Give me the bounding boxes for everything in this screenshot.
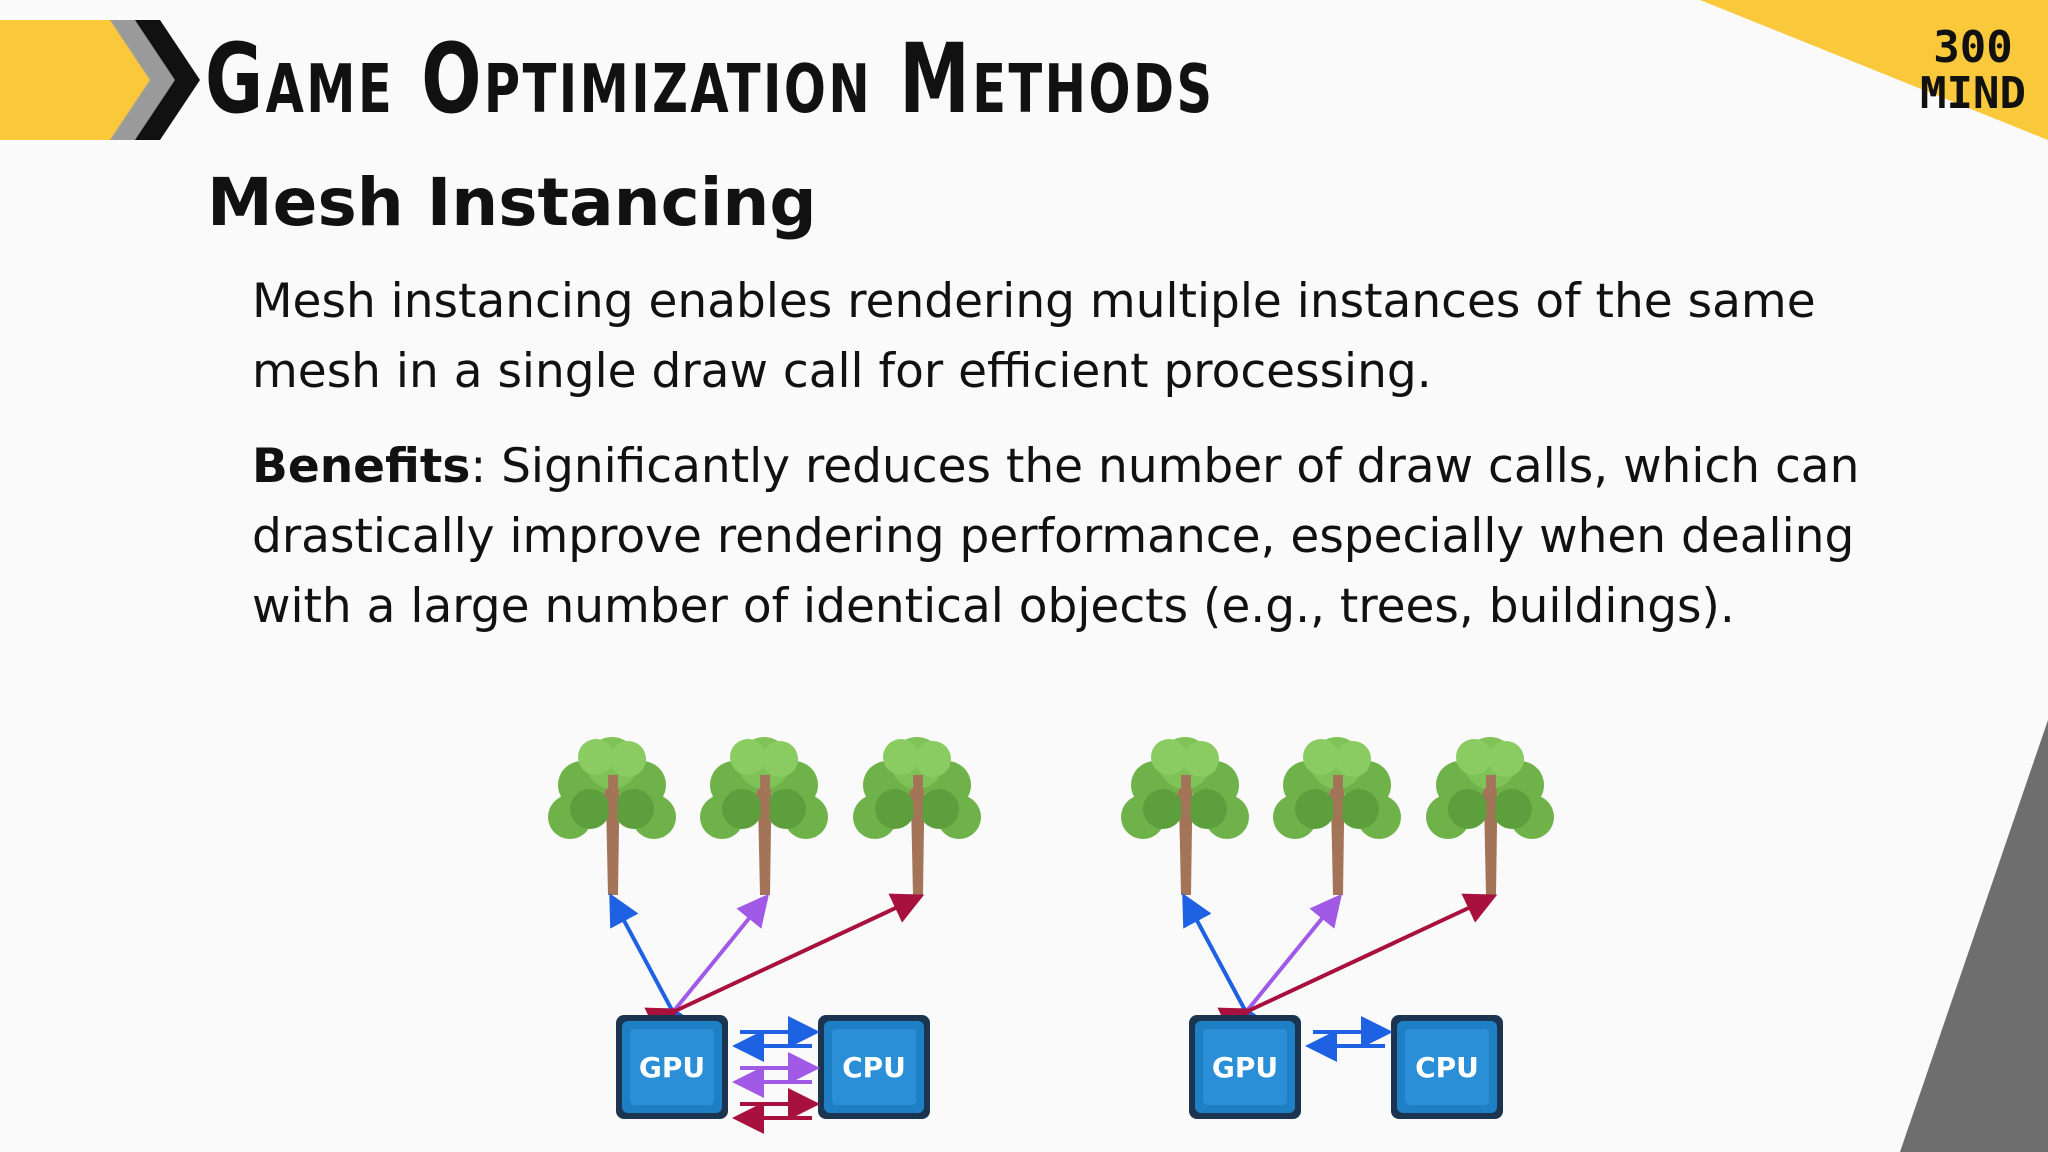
- logo-line-2: MIND: [1920, 68, 2026, 119]
- gpu-chip-right: GPU: [1189, 1015, 1301, 1119]
- benefits-label: Benefits: [252, 439, 471, 494]
- page-title: Game Optimization Methods: [205, 23, 1215, 135]
- brand-logo: 300 MIND: [1920, 22, 2026, 119]
- cpu-chip-right: CPU: [1391, 1015, 1503, 1119]
- tree-icon: [1273, 737, 1401, 895]
- benefits-paragraph: Benefits: Significantly reduces the numb…: [252, 432, 1952, 642]
- cpu-chip-left: CPU: [818, 1015, 930, 1119]
- logo-line-1: 300: [1933, 22, 2012, 73]
- gpu-chip-left: GPU: [616, 1015, 728, 1119]
- left-diagram: GPU CPU: [548, 737, 981, 1134]
- gpu-label-right: GPU: [1212, 1051, 1278, 1084]
- right-diagram: GPU CPU: [1121, 737, 1554, 1119]
- tree-icon: [548, 737, 676, 895]
- cpu-label-left: CPU: [842, 1051, 906, 1084]
- description-paragraph: Mesh instancing enables rendering multip…: [252, 274, 1816, 399]
- tree-icon: [1426, 737, 1554, 895]
- tree-icon: [853, 737, 981, 895]
- tree-icon: [700, 737, 828, 895]
- gpu-label-left: GPU: [639, 1051, 705, 1084]
- benefits-text: : Significantly reduces the number of dr…: [252, 439, 1860, 634]
- cpu-label-right: CPU: [1415, 1051, 1479, 1084]
- section-subtitle: Mesh Instancing: [207, 164, 817, 241]
- tree-icon: [1121, 737, 1249, 895]
- header-chevron-decoration: [0, 20, 200, 140]
